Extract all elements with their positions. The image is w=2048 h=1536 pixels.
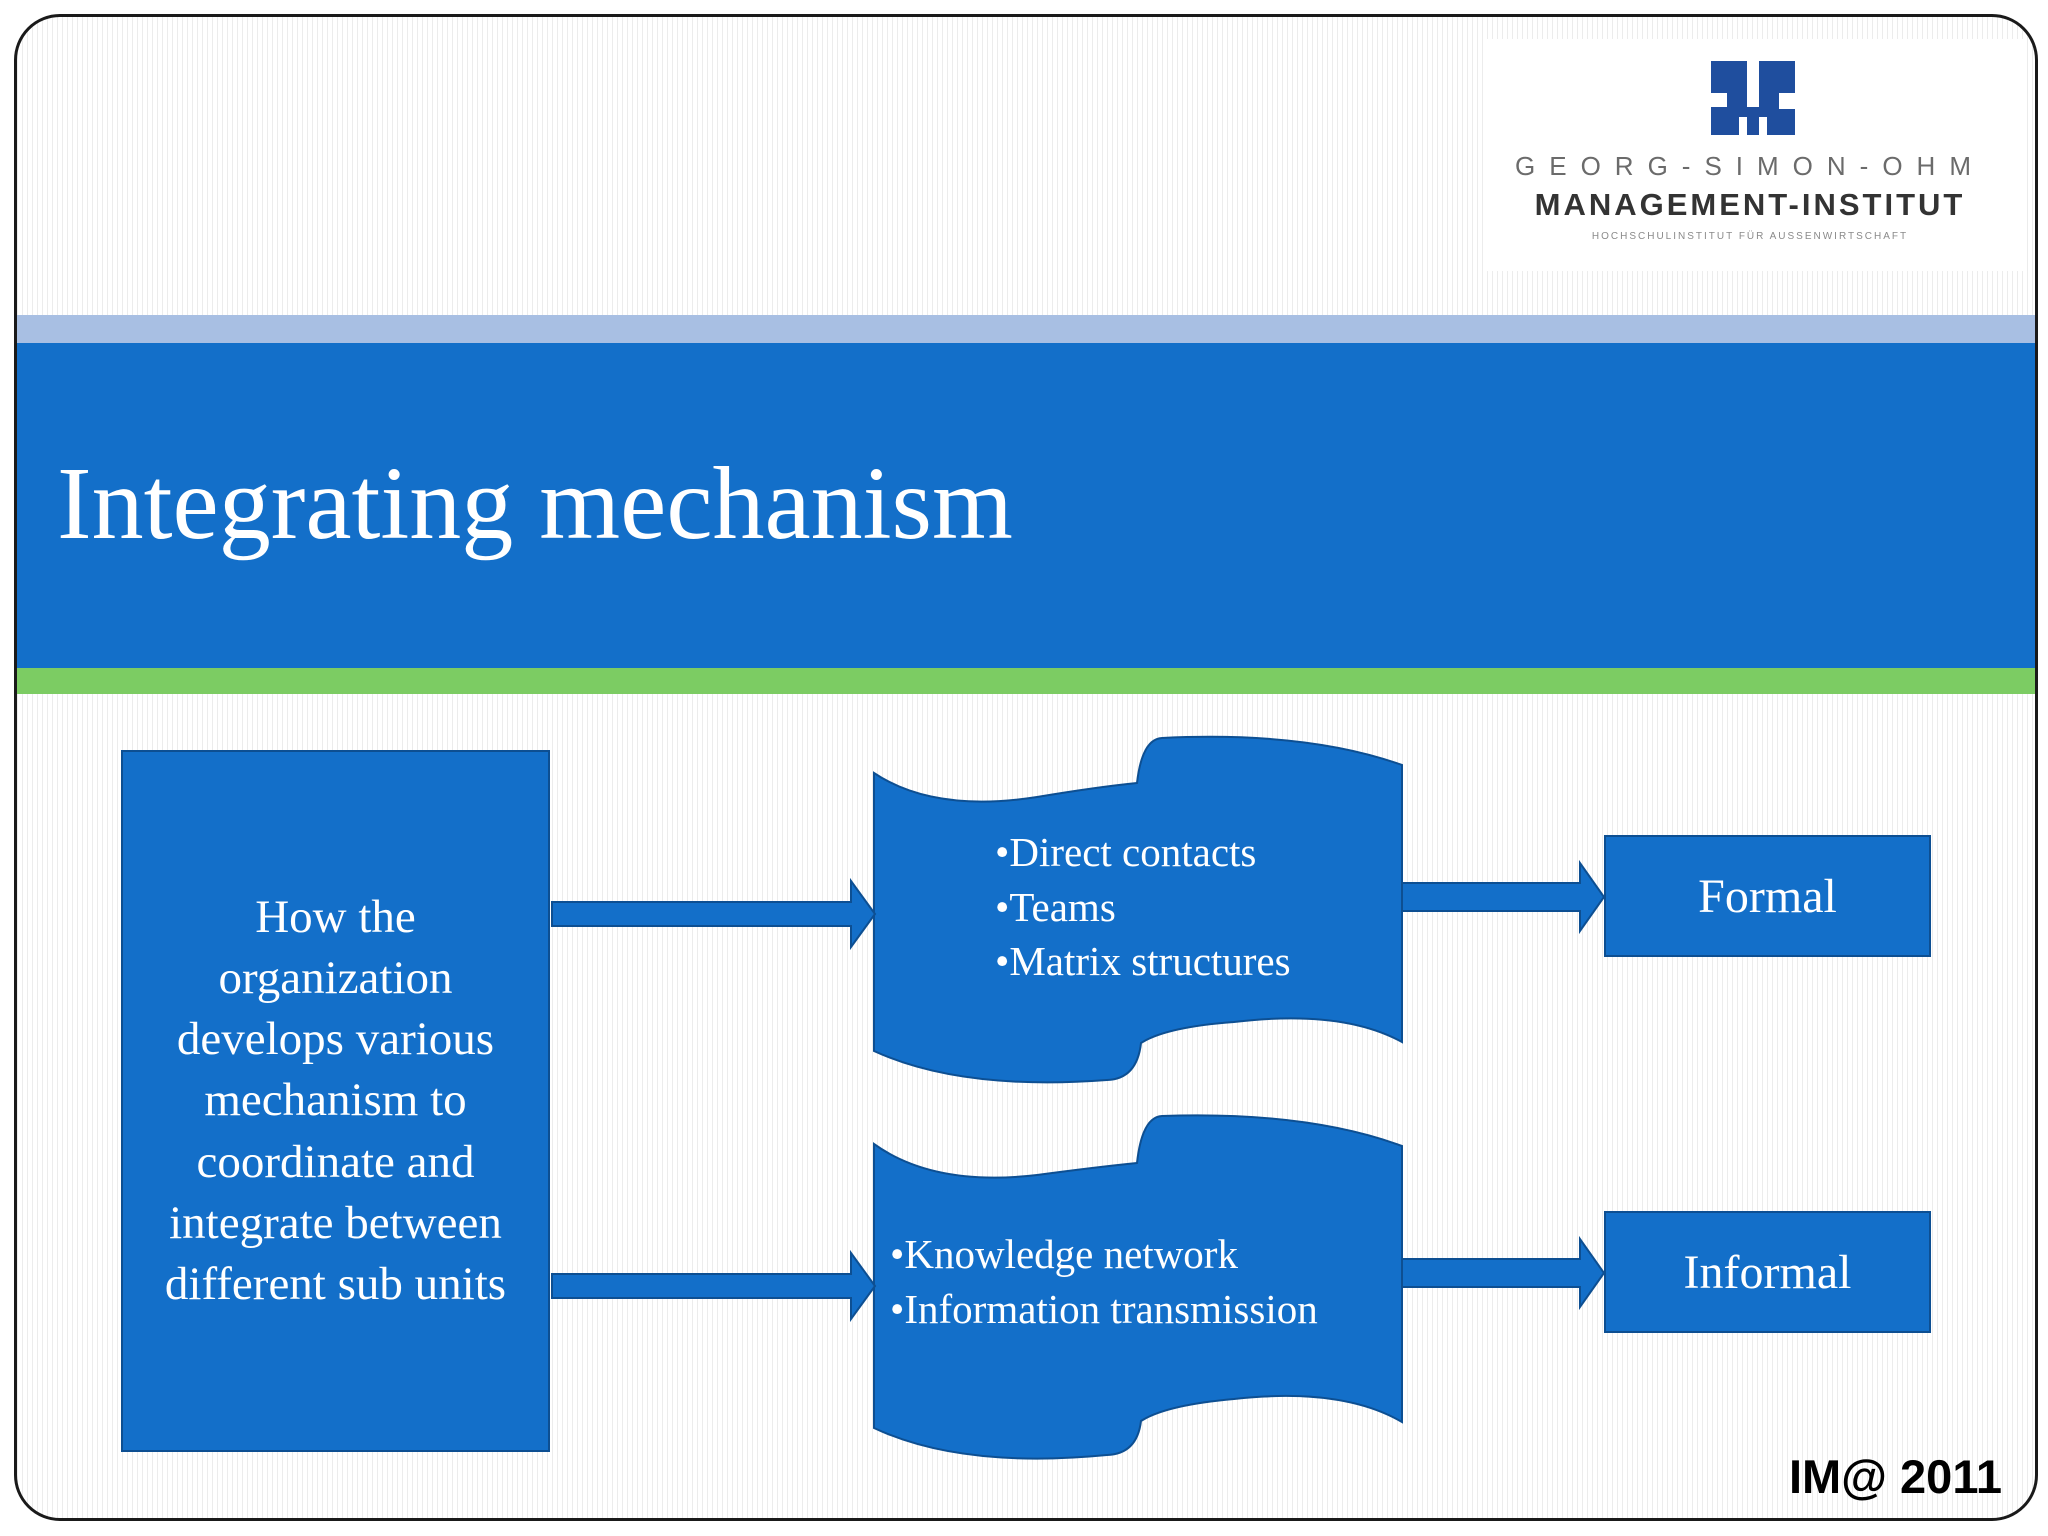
list-item: •Teams: [995, 883, 1116, 930]
arrow-to-formal: [1401, 859, 1606, 935]
logo-line-top: GEORG-SIMON-OHM: [1515, 151, 1985, 181]
slide: GEORG-SIMON-OHM MANAGEMENT-INSTITUT HOCH…: [14, 14, 2038, 1521]
arrow-to-informal-mechanisms: [551, 1249, 877, 1323]
formal-label: Formal: [1698, 869, 1837, 923]
title-band: [17, 343, 2035, 682]
list-item: •Matrix structures: [995, 938, 1291, 985]
list-item: •Knowledge network: [890, 1231, 1238, 1277]
arrow-to-informal: [1401, 1235, 1606, 1311]
list-item: •Direct contacts: [995, 829, 1257, 875]
logo-line-name: MANAGEMENT-INSTITUT: [1534, 187, 1966, 222]
informal-label: Informal: [1683, 1245, 1852, 1299]
formal-mechanisms-list: •Direct contacts •Teams •Matrix structur…: [995, 825, 1291, 989]
list-item: •Information transmission: [890, 1285, 1318, 1332]
arrow-to-formal-mechanisms: [551, 877, 877, 951]
informal-box: Informal: [1604, 1211, 1931, 1333]
formal-box: Formal: [1604, 835, 1931, 957]
title-band-bottom-accent: [17, 668, 2035, 694]
informal-mechanisms-list: •Knowledge network •Information transmis…: [890, 1227, 1318, 1336]
title-band-top-accent: [17, 315, 2035, 343]
institute-logo-icon: [1711, 61, 1795, 135]
footer-label: IM@ 2011: [1788, 1450, 2002, 1503]
diagram-shapes: [551, 735, 1606, 1460]
logo: GEORG-SIMON-OHM MANAGEMENT-INSTITUT HOCH…: [1485, 39, 2025, 271]
logo-line-subtitle: HOCHSCHULINSTITUT FÜR AUSSENWIRTSCHAFT: [1591, 231, 1909, 242]
slide-title: Integrating mechanism: [57, 446, 1013, 561]
source-text: How the organization develops various me…: [164, 891, 507, 1310]
source-box: How the organization develops various me…: [121, 750, 550, 1452]
